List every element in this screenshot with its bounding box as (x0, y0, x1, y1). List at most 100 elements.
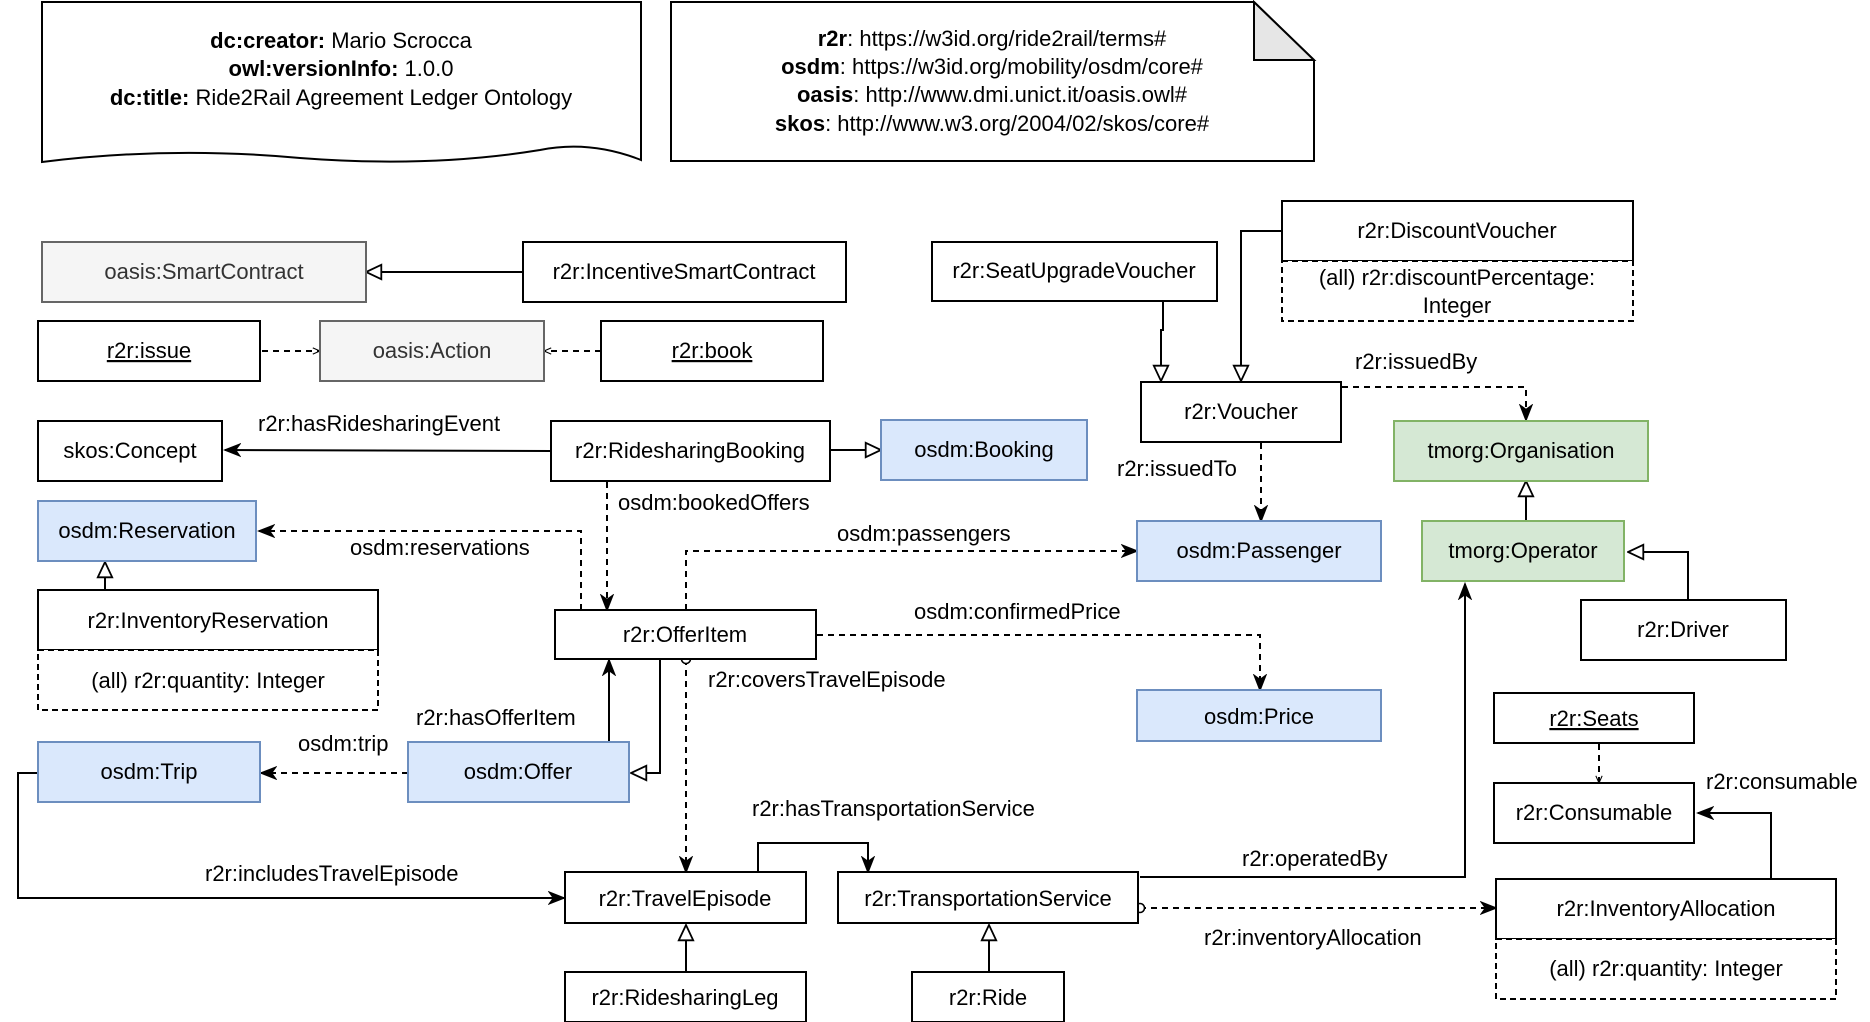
svg-text:r2r:book: r2r:book (672, 338, 754, 363)
node-operator[interactable]: tmorg:Operator (1421, 520, 1625, 582)
node-travel-episode[interactable]: r2r:TravelEpisode (564, 871, 807, 924)
prefix-value: : https://w3id.org/mobility/osdm/core# (840, 54, 1204, 79)
prefix-note: r2r: https://w3id.org/ride2rail/terms# o… (670, 0, 1317, 162)
svg-text:osdm:Trip: osdm:Trip (101, 759, 198, 784)
svg-text:skos: http://www.w3.org/2004/0: skos: http://www.w3.org/2004/02/skos/cor… (775, 111, 1210, 136)
svg-text:r2r:Consumable: r2r:Consumable (1516, 800, 1673, 825)
prefix-key: skos (775, 111, 825, 136)
label-passengers: osdm:passengers (837, 521, 1011, 546)
node-organisation[interactable]: tmorg:Organisation (1393, 420, 1649, 482)
label-has-transportation-service: r2r:hasTransportationService (752, 796, 1035, 821)
svg-text:dc:title: Ride2Rail Agreement: dc:title: Ride2Rail Agreement Ledger Ont… (110, 85, 572, 110)
label-trip: osdm:trip (298, 731, 388, 756)
node-osdm-passenger[interactable]: osdm:Passenger (1136, 520, 1382, 582)
edge-consumable (1698, 813, 1772, 879)
node-issue[interactable]: r2r:issue (37, 320, 261, 382)
svg-text:owl:versionInfo: 1.0.0: owl:versionInfo: 1.0.0 (229, 56, 454, 81)
svg-text:r2r:IncentiveSmartContract: r2r:IncentiveSmartContract (553, 259, 816, 284)
node-osdm-offer[interactable]: osdm:Offer (407, 741, 630, 803)
svg-text:r2r:TransportationService: r2r:TransportationService (864, 886, 1111, 911)
node-discount-voucher[interactable]: r2r:DiscountVoucher (all) r2r:discountPe… (1281, 200, 1634, 322)
svg-text:r2r:Seats: r2r:Seats (1549, 706, 1638, 731)
edge-operated-by (1140, 584, 1465, 878)
svg-text:r2r:SeatUpgradeVoucher: r2r:SeatUpgradeVoucher (952, 258, 1195, 283)
svg-text:r2r:RidesharingBooking: r2r:RidesharingBooking (575, 438, 805, 463)
edge-reservations (259, 531, 582, 610)
edge-has-ridesharing-event (225, 450, 552, 451)
inventory-reservation-attribute: (all) r2r:quantity: Integer (91, 668, 325, 693)
edges (17, 230, 1772, 972)
node-osdm-reservation[interactable]: osdm:Reservation (37, 500, 257, 562)
edge-issued-by (1342, 386, 1526, 420)
svg-text:r2r:TravelEpisode: r2r:TravelEpisode (599, 886, 772, 911)
node-skos-concept[interactable]: skos:Concept (37, 420, 223, 482)
svg-text:osdm:Reservation: osdm:Reservation (58, 518, 235, 543)
node-inventory-reservation[interactable]: r2r:InventoryReservation (all) r2r:quant… (37, 589, 379, 711)
prefix-value: : http://www.dmi.unict.it/oasis.owl# (853, 82, 1188, 107)
svg-text:skos:Concept: skos:Concept (63, 438, 196, 463)
label-has-ridesharing-event: r2r:hasRidesharingEvent (258, 411, 500, 436)
discount-voucher-attribute: (all) r2r:discountPercentage: (1319, 265, 1595, 290)
prefix-key: osdm (781, 54, 840, 79)
edge-subclass-seatupgrade (1161, 302, 1163, 381)
prefix-key: r2r (818, 26, 848, 51)
prefix-key: oasis (797, 82, 853, 107)
svg-text:r2r:InventoryAllocation: r2r:InventoryAllocation (1557, 896, 1776, 921)
prefix-value: : https://w3id.org/ride2rail/terms# (847, 26, 1167, 51)
node-osdm-booking[interactable]: osdm:Booking (880, 419, 1088, 481)
metadata-key: dc:creator: (210, 28, 325, 53)
edge-subclass-discount (1241, 230, 1284, 381)
edge-confirmed-price (817, 634, 1260, 690)
svg-text:tmorg:Operator: tmorg:Operator (1448, 538, 1597, 563)
label-confirmed-price: osdm:confirmedPrice (914, 599, 1121, 624)
svg-text:oasis:Action: oasis:Action (373, 338, 492, 363)
edge-has-transportation-service (757, 842, 868, 872)
node-smart-contract[interactable]: oasis:SmartContract (41, 241, 367, 303)
node-transportation-service[interactable]: r2r:TransportationService (837, 871, 1139, 924)
svg-text:osdm:Offer: osdm:Offer (464, 759, 572, 784)
label-reservations: osdm:reservations (350, 535, 530, 560)
node-voucher[interactable]: r2r:Voucher (1140, 381, 1342, 443)
svg-text:r2r:OfferItem: r2r:OfferItem (623, 622, 747, 647)
discount-voucher-attribute-type: Integer (1423, 293, 1492, 318)
edge-subclass-operator (1628, 552, 1689, 600)
label-covers-travel-episode: r2r:coversTravelEpisode (708, 667, 946, 692)
svg-text:oasis:SmartContract: oasis:SmartContract (104, 259, 303, 284)
node-ride[interactable]: r2r:Ride (911, 971, 1065, 1022)
label-inventory-allocation: r2r:inventoryAllocation (1204, 925, 1422, 950)
node-osdm-trip[interactable]: osdm:Trip (37, 741, 261, 803)
svg-text:osdm:Price: osdm:Price (1204, 704, 1314, 729)
svg-text:r2r:DiscountVoucher: r2r:DiscountVoucher (1357, 218, 1556, 243)
node-osdm-price[interactable]: osdm:Price (1136, 689, 1382, 742)
edge-passengers (685, 551, 1137, 610)
svg-text:osdm:Passenger: osdm:Passenger (1176, 538, 1341, 563)
svg-text:r2r:InventoryReservation: r2r:InventoryReservation (88, 608, 329, 633)
svg-text:r2r:issue: r2r:issue (107, 338, 191, 363)
svg-text:r2r:Voucher: r2r:Voucher (1184, 399, 1298, 424)
edge-includes-travel-episode (17, 772, 564, 898)
node-inventory-allocation[interactable]: r2r:InventoryAllocation (all) r2r:quanti… (1495, 878, 1837, 1000)
node-consumable[interactable]: r2r:Consumable (1493, 782, 1695, 844)
svg-text:r2r:Driver: r2r:Driver (1637, 617, 1729, 642)
node-ridesharing-booking[interactable]: r2r:RidesharingBooking (550, 420, 831, 482)
node-seats[interactable]: r2r:Seats (1493, 692, 1695, 744)
metadata-key: dc:title: (110, 85, 189, 110)
svg-text:osdm: https://w3id.org/mobilit: osdm: https://w3id.org/mobility/osdm/cor… (781, 54, 1204, 79)
node-offer-item[interactable]: r2r:OfferItem (554, 609, 817, 660)
metadata-value: Mario Scrocca (331, 28, 472, 53)
node-book[interactable]: r2r:book (600, 320, 824, 382)
svg-text:r2r: https://w3id.org/ride2rai: r2r: https://w3id.org/ride2rail/terms# (818, 26, 1167, 51)
node-action[interactable]: oasis:Action (319, 320, 545, 382)
metadata-key: owl:versionInfo: (229, 56, 399, 81)
svg-text:tmorg:Organisation: tmorg:Organisation (1427, 438, 1614, 463)
svg-text:osdm:Booking: osdm:Booking (914, 437, 1053, 462)
node-incentive-smart-contract[interactable]: r2r:IncentiveSmartContract (522, 241, 847, 303)
svg-text:r2r:RidesharingLeg: r2r:RidesharingLeg (591, 985, 778, 1010)
node-seat-upgrade-voucher[interactable]: r2r:SeatUpgradeVoucher (931, 241, 1218, 302)
node-driver[interactable]: r2r:Driver (1580, 599, 1787, 661)
inventory-allocation-attribute: (all) r2r:quantity: Integer (1549, 956, 1783, 981)
label-issued-by: r2r:issuedBy (1355, 349, 1477, 374)
svg-text:r2r:Ride: r2r:Ride (949, 985, 1027, 1010)
node-ridesharing-leg[interactable]: r2r:RidesharingLeg (564, 971, 807, 1022)
